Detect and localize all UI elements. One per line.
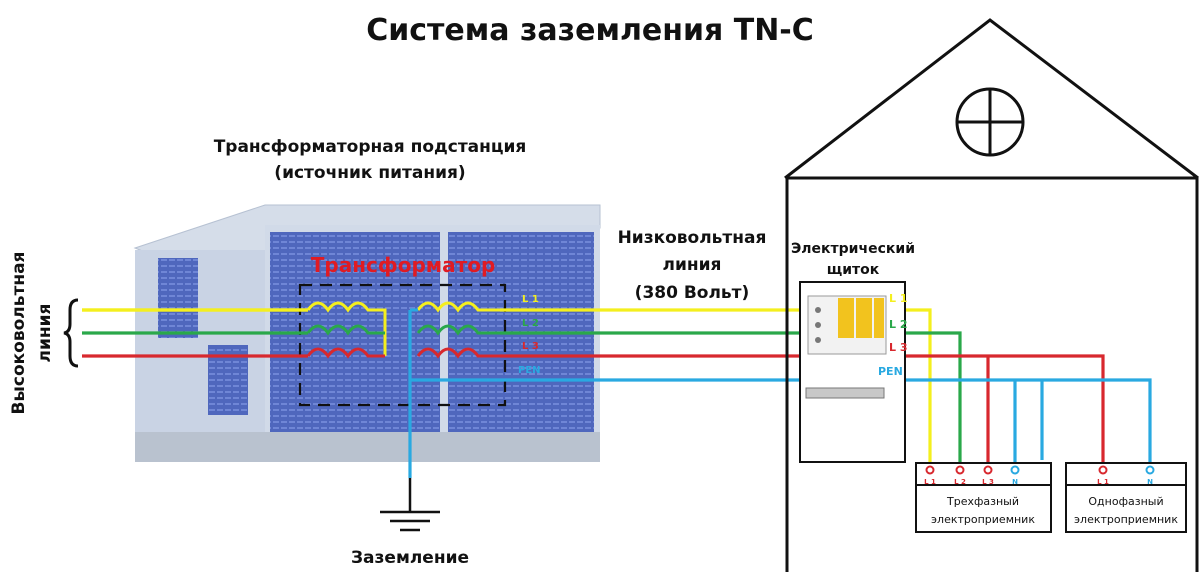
single-phase-load-box (1065, 484, 1187, 533)
wire-l1-out (500, 308, 932, 470)
panel-label-1: Электрический (791, 241, 915, 257)
single-phase-n: N (1147, 478, 1153, 486)
substation-base (135, 432, 600, 462)
three-phase-n: N (1012, 478, 1018, 486)
house-walls (785, 176, 1199, 572)
substation-title: Трансформаторная подстанция (214, 137, 527, 157)
single-phase-load-label-1: Однофазный (1088, 495, 1163, 508)
transformer-box (298, 283, 507, 407)
three-phase-load-label-2: электроприемник (931, 513, 1035, 526)
single-phase-load-label-2: электроприемник (1074, 513, 1178, 526)
phase-wires (82, 308, 1152, 478)
secondary-coils (410, 301, 500, 359)
single-phase-l1: L 1 (1097, 478, 1109, 486)
panel-label-2: щиток (827, 262, 880, 278)
high-voltage-label-1: Высоковольтная (9, 252, 29, 415)
transformer-label: Трансформатор (311, 253, 496, 277)
house-roof (784, 18, 1199, 180)
single-phase-terminal-block (1065, 462, 1187, 486)
low-voltage-label-3: (380 Вольт) (635, 283, 750, 303)
label-l3-panel: L 3 (889, 341, 908, 354)
low-voltage-label-1: Низковольтная (618, 228, 767, 248)
house (784, 18, 1199, 572)
substation-subtitle: (источник питания) (274, 163, 465, 183)
circuit-breaker (807, 295, 887, 355)
ground-symbol (380, 478, 440, 532)
label-pen-panel: PEN (878, 365, 903, 378)
three-phase-terminals (925, 465, 1020, 475)
pen-busbar (805, 387, 885, 399)
label-l1-source: L 1 (522, 294, 539, 305)
label-l1-panel: L 1 (889, 292, 908, 305)
substation-left-door-upper (158, 258, 198, 338)
label-l2-panel: L 2 (889, 318, 908, 331)
wire-l2-out (500, 331, 962, 470)
three-phase-l2: L 2 (954, 478, 966, 486)
ground-label: Заземление (351, 548, 469, 568)
label-l3-source: L 3 (522, 341, 539, 352)
three-phase-load-box (915, 484, 1052, 533)
low-voltage-label-2: линия (663, 255, 722, 275)
single-phase-terminals (1098, 465, 1155, 475)
page-title: Система заземления TN-C (366, 13, 814, 48)
wire-pen (408, 378, 1152, 478)
wire-l3-out (500, 354, 1105, 470)
high-voltage-label-2: линия (35, 304, 55, 363)
label-pen-source: PEN (518, 365, 541, 376)
high-voltage-brace (63, 298, 79, 368)
three-phase-l3: L 3 (982, 478, 994, 486)
primary-coils (306, 301, 387, 359)
label-l2-source: L 2 (522, 318, 539, 329)
three-phase-load-label-1: Трехфазный (946, 495, 1019, 508)
three-phase-l1: L 1 (924, 478, 936, 486)
